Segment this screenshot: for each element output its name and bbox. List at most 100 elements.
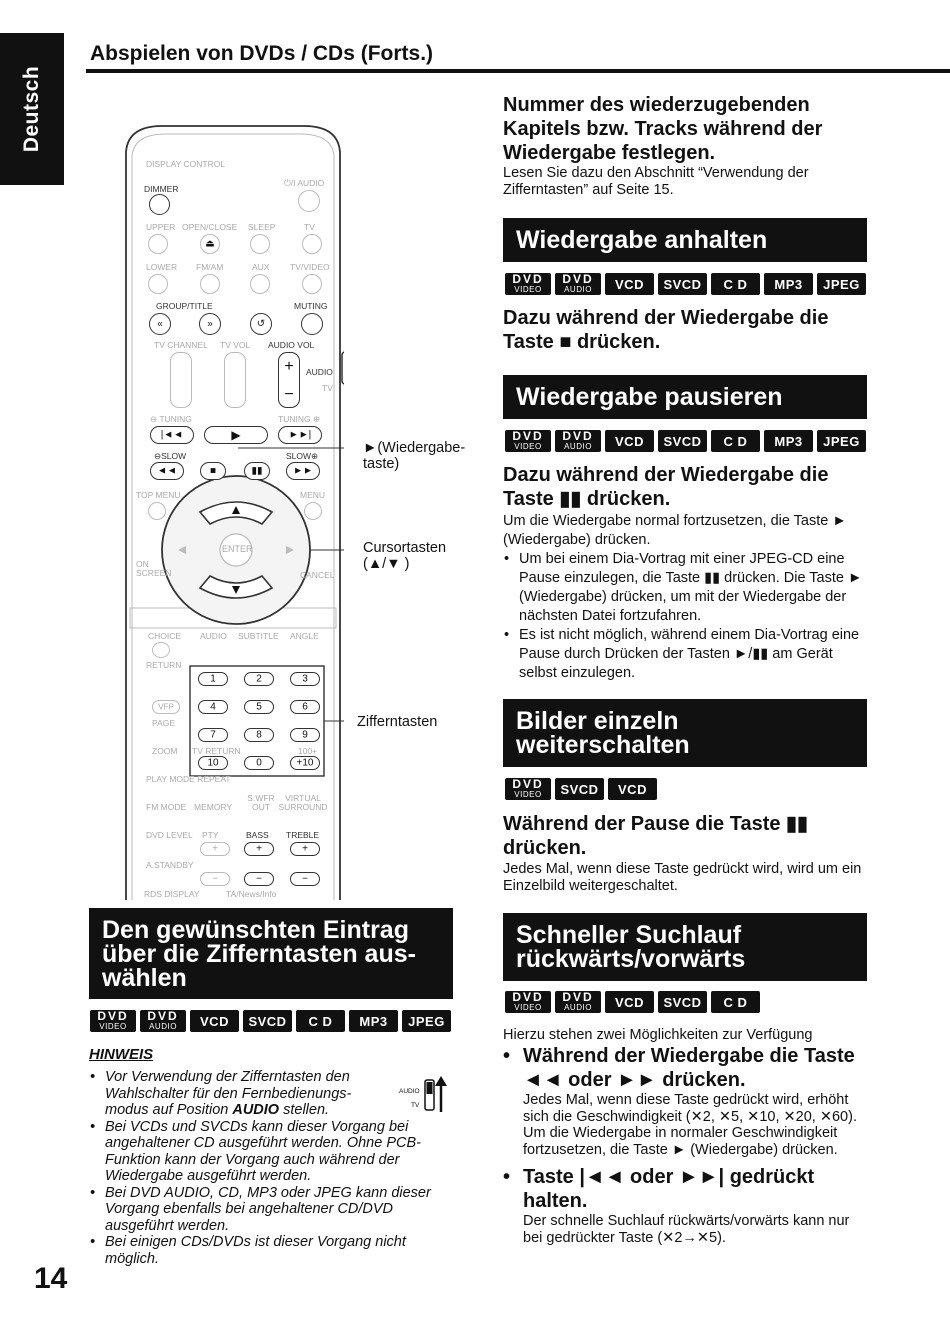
- open-close-button: ⏏: [200, 234, 220, 254]
- frame-badge-svcd: SVCD: [555, 778, 604, 800]
- skip-back-button: |◄◄: [150, 426, 194, 444]
- pause-badge-mp3: MP3: [764, 430, 813, 452]
- search-item-1-text: Jedes Mal, wenn diese Taste gedrückt wir…: [523, 1092, 857, 1158]
- tv-channel-label: TV CHANNEL: [154, 340, 208, 350]
- muting-button: [301, 313, 323, 335]
- a-standby-label: A.STANDBY: [146, 860, 194, 870]
- search-items: •Während der Wiedergabe die Taste ◄◄ ode…: [503, 1044, 868, 1246]
- stop-badge-jpeg: JPEG: [817, 273, 866, 295]
- digit-key-5: 5: [244, 700, 274, 714]
- choice-label: CHOICE: [148, 631, 182, 641]
- search-item-2-title: •Taste |◄◄ oder ►►| gedrückt halten.: [503, 1166, 815, 1212]
- search-section-heading: Schneller Suchlauf rückwärts/vorwärts: [503, 913, 867, 981]
- audio-switch-label: AUDIO: [306, 367, 333, 377]
- remote-control-illustration: DISPLAY CONTROL DIMMER ⏻/I AUDIO UPPER O…: [122, 122, 344, 900]
- tv-channel-rocker: [170, 352, 192, 408]
- swfr-out-label: S.WFR OUT: [247, 793, 275, 812]
- search-item-1-title: •Während der Wiedergabe die Taste ◄◄ ode…: [503, 1045, 855, 1091]
- bass-label: BASS: [246, 830, 269, 840]
- pause-badge-svcd: SVCD: [658, 430, 707, 452]
- display-control-label: DISPLAY CONTROL: [146, 159, 226, 169]
- lower-button: [148, 274, 168, 294]
- tv-video-button: [302, 274, 322, 294]
- chapter-text: Lesen Sie dazu den Abschnitt “Verwendung…: [503, 165, 809, 198]
- select-badge-vcd: VCD: [190, 1010, 239, 1032]
- pause-text: Um die Wiedergabe normal fortzusetzen, d…: [503, 513, 847, 548]
- pause-button: ▮▮: [244, 462, 270, 480]
- stop-section-heading: Wiedergabe anhalten: [503, 218, 867, 262]
- fm-am-label: FM/AM: [196, 262, 224, 272]
- header-rule: [86, 69, 950, 73]
- tv-vol-label: TV VOL: [220, 340, 251, 350]
- open-close-label: OPEN/CLOSE: [182, 222, 238, 232]
- bass-plus-button: +: [244, 842, 274, 856]
- digit-key-6: 6: [290, 700, 320, 714]
- subtitle-label: SUBTITLE: [238, 631, 279, 641]
- select-badge-jpeg: JPEG: [402, 1010, 451, 1032]
- lower-label: LOWER: [146, 262, 178, 272]
- cursor-keys-callout: Cursortasten (▲/▼ ): [363, 540, 447, 572]
- next-group-button: »: [199, 313, 221, 335]
- fast-forward-button: ►►: [286, 462, 320, 480]
- digit-key-plus10: +10: [290, 756, 320, 770]
- pty-label: PTY: [202, 830, 219, 840]
- ta-news-label: TA/News/Info: [226, 889, 277, 899]
- treble-plus-button: +: [290, 842, 320, 856]
- stop-badge-mp3: MP3: [764, 273, 813, 295]
- prev-group-button: «: [149, 313, 171, 335]
- bass-minus-button: −: [244, 872, 274, 886]
- tv-vol-rocker: [224, 352, 246, 408]
- digit-key-4: 4: [198, 700, 228, 714]
- return-group-button: ↺: [250, 313, 272, 335]
- hundred-plus-label: 100+: [298, 746, 318, 756]
- frame-badge-vcd: VCD: [608, 778, 657, 800]
- memory-label: MEMORY: [194, 802, 233, 812]
- rewind-button: ◄◄: [150, 462, 184, 480]
- dimmer-button: [149, 194, 170, 215]
- dimmer-label: DIMMER: [144, 184, 179, 194]
- pause-badge-jpeg: JPEG: [817, 430, 866, 452]
- select-badge-svcd: SVCD: [243, 1010, 292, 1032]
- upper-button: [148, 234, 168, 254]
- note-item-3: Bei DVD AUDIO, CD, MP3 oder JPEG kann di…: [89, 1185, 445, 1235]
- return-label: RETURN: [146, 660, 182, 670]
- tuning-minus-label: ⊖ TUNING: [150, 414, 192, 424]
- rds-display-label: RDS DISPLAY: [144, 889, 200, 899]
- stop-button: ■: [200, 462, 226, 480]
- digit-key-9: 9: [290, 728, 320, 742]
- search-badge-c-d: C D: [711, 991, 760, 1013]
- remote-body-outline: [125, 125, 344, 900]
- play-button-callout: ►(Wiedergabe-taste): [363, 440, 466, 472]
- tv-button: [302, 234, 322, 254]
- digit-key-10: 10: [198, 756, 228, 770]
- note-title: HINWEIS: [89, 1046, 154, 1063]
- note-item-1: Vor Verwendung der Zifferntasten den Wah…: [89, 1069, 385, 1119]
- select-section-heading: Den gewünschten Eintrag über die Ziffern…: [89, 908, 453, 999]
- pause-badge-vcd: VCD: [605, 430, 654, 452]
- tv-switch-label: TV: [322, 383, 333, 393]
- sleep-button: [250, 234, 270, 254]
- audio-key-label: AUDIO: [200, 631, 227, 641]
- upper-label: UPPER: [146, 222, 176, 232]
- frame-text: Jedes Mal, wenn diese Taste gedrückt wir…: [503, 861, 862, 894]
- language-label: Deutsch: [20, 65, 43, 153]
- search-badge-vcd: VCD: [605, 991, 654, 1013]
- menu-button: [304, 502, 322, 520]
- pause-badge-c-d: C D: [711, 430, 760, 452]
- digit-key-1: 1: [198, 672, 228, 686]
- search-badge-svcd: SVCD: [658, 991, 707, 1013]
- audio-vol-rocker: +−: [278, 352, 300, 408]
- select-badge-mp3: MP3: [349, 1010, 398, 1032]
- fm-mode-label: FM MODE: [146, 802, 187, 812]
- digit-key-8: 8: [244, 728, 274, 742]
- fm-am-button: [200, 274, 220, 294]
- tv-video-label: TV/VIDEO: [290, 262, 330, 272]
